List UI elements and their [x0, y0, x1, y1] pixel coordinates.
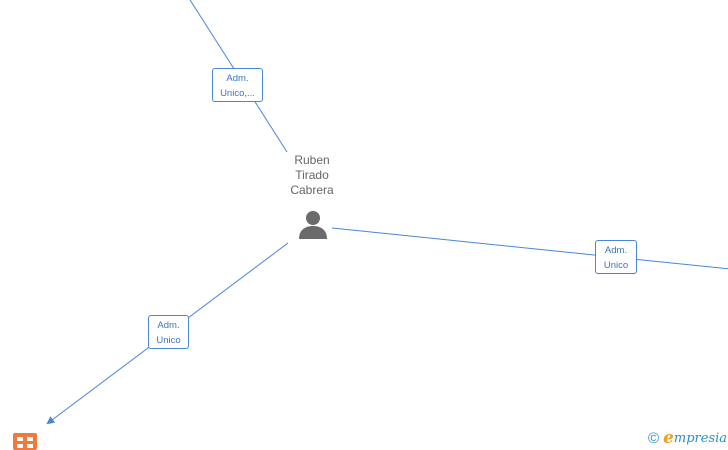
relation-role-line: Unico: [156, 335, 181, 346]
relation-role-line: Adm.: [157, 320, 180, 331]
person-name-line: Cabrera: [290, 183, 334, 197]
person-icon[interactable]: [297, 209, 329, 241]
person-name-line: Ruben: [294, 153, 330, 167]
relation-label-top[interactable]: Adm. Unico,...: [212, 68, 263, 102]
relation-label-bottom-left[interactable]: Adm. Unico: [148, 315, 189, 349]
relation-role-line: Unico,...: [220, 88, 255, 99]
brand-logo: © e mpresia: [648, 428, 727, 448]
brand-logo-initial: e: [663, 428, 674, 448]
relation-role-line: Adm.: [226, 73, 249, 84]
edge-right: [331, 227, 728, 270]
building-icon[interactable]: [13, 433, 37, 450]
copyright-symbol: ©: [648, 429, 660, 447]
person-name-line: Tirado: [295, 168, 329, 182]
relation-label-right[interactable]: Adm. Unico: [595, 240, 637, 274]
relation-role-line: Unico: [603, 260, 629, 271]
brand-logo-text: mpresia: [673, 430, 728, 446]
person-name[interactable]: Ruben Tirado Cabrera: [262, 153, 362, 198]
relation-role-line: Adm.: [604, 245, 628, 256]
